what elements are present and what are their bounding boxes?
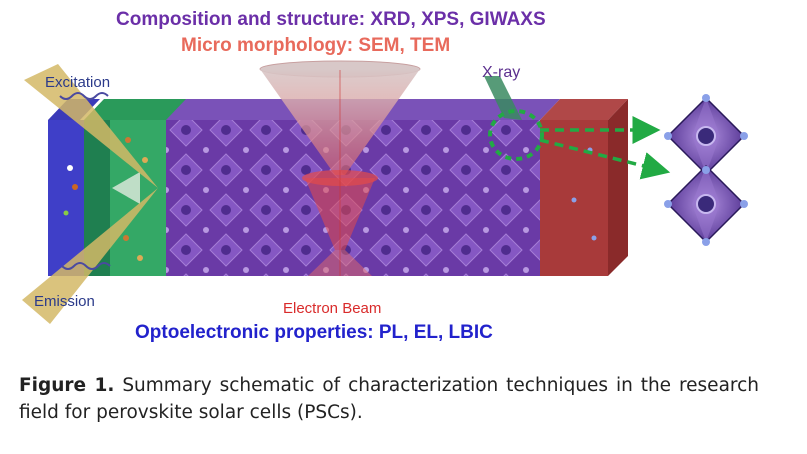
device-schematic — [22, 60, 748, 324]
blue-electrode-layer — [48, 99, 100, 276]
hole-transport-arrow — [112, 172, 140, 204]
xray-beam — [484, 76, 671, 180]
octahedron-crystal-icon — [664, 94, 748, 246]
optoelectronic-properties-label: Optoelectronic properties: PL, EL, LBIC — [135, 322, 493, 343]
excitation-label: Excitation — [45, 74, 111, 91]
emission-label: Emission — [34, 293, 95, 310]
composition-structure-label: Composition and structure: XRD, XPS, GIW… — [116, 9, 546, 30]
figure-caption: Figure 1. Summary schematic of character… — [19, 372, 759, 426]
caption-text: Summary schematic of characterization te… — [19, 375, 759, 423]
xray-label: X-ray — [482, 64, 521, 81]
electron-beam-label: Electron Beam — [283, 300, 382, 317]
emission-beam — [22, 188, 158, 324]
figure-number: Figure 1. — [19, 375, 115, 396]
excitation-beam — [24, 64, 158, 188]
micro-morphology-label: Micro morphology: SEM, TEM — [181, 35, 451, 56]
red-electrode-layer — [540, 99, 628, 276]
electron-beam-cone — [259, 60, 421, 276]
